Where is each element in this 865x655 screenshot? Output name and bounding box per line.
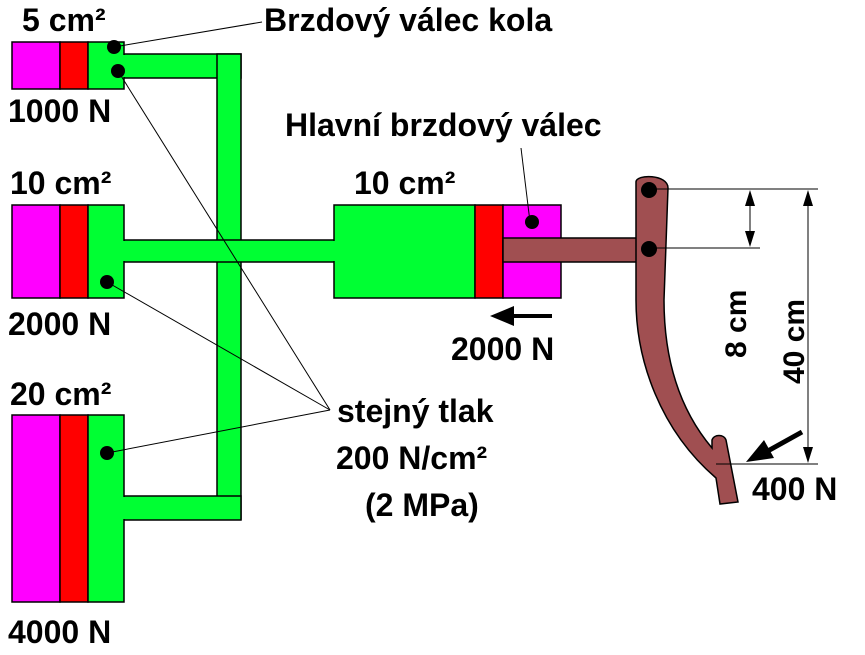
brake-pedal <box>502 175 739 505</box>
push-rod <box>502 237 644 263</box>
wheel-cylinder-large <box>11 414 126 603</box>
label-force-master: 2000 N <box>451 331 554 367</box>
label-wheel-cylinder: Brzdový válec kola <box>264 2 552 38</box>
label-master-cylinder: Hlavní brzdový válec <box>285 107 602 143</box>
master-fluid <box>333 204 476 299</box>
force-arrow-pedal <box>746 429 804 462</box>
label-force-middle: 2000 N <box>8 306 111 342</box>
wheel-cylinder-medium <box>11 204 126 299</box>
leader-lines <box>106 21 531 454</box>
chamber-large <box>11 414 61 603</box>
fluid-pipe-vertical <box>216 53 242 520</box>
pedal-arm <box>635 175 739 505</box>
label-pressure-2: 200 N/cm² <box>336 440 487 476</box>
fluid-large <box>87 414 125 603</box>
force-arrow-master <box>490 306 552 326</box>
master-piston <box>474 204 504 299</box>
label-pressure-1: stejný tlak <box>337 393 494 429</box>
label-area-bottom: 20 cm² <box>10 376 111 412</box>
label-pressure-3: (2 MPa) <box>365 487 479 523</box>
master-cylinder <box>332 204 562 299</box>
piston-large <box>59 414 89 603</box>
label-dim-short: 8 cm <box>720 290 753 358</box>
piston-medium <box>59 204 89 299</box>
marker-dots <box>100 40 657 460</box>
label-area-middle: 10 cm² <box>10 165 111 201</box>
label-dim-long: 40 cm <box>778 299 811 384</box>
piston-small <box>59 41 89 90</box>
label-area-master: 10 cm² <box>354 165 455 201</box>
label-force-top: 1000 N <box>8 93 111 129</box>
chamber-small <box>11 41 61 90</box>
label-force-pedal: 400 N <box>752 471 837 507</box>
wheel-cylinder-small <box>11 41 126 90</box>
chamber-medium <box>11 204 61 299</box>
label-force-bottom: 4000 N <box>8 614 111 650</box>
label-area-top: 5 cm² <box>22 2 106 38</box>
